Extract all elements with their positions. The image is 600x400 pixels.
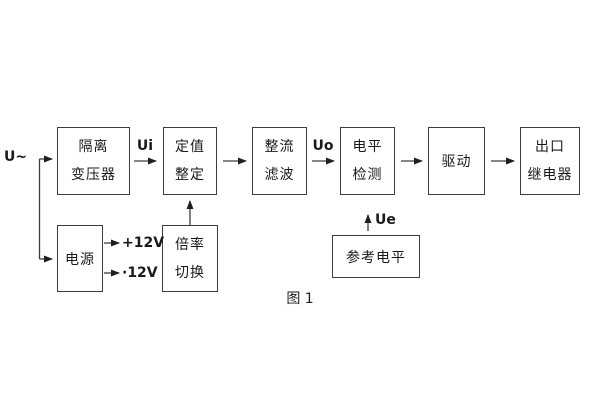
- block-label: 电平: [352, 139, 383, 155]
- block-reference-level: 参考电平: [332, 235, 420, 278]
- block-label: 电源: [65, 251, 95, 268]
- block-label: 隔离: [78, 139, 109, 155]
- block-label: 驱动: [441, 154, 472, 170]
- block-label: 整流: [264, 139, 295, 155]
- block-label: 出口: [535, 139, 565, 155]
- block-driver: 驱动: [428, 127, 485, 195]
- block-label: 倍率: [175, 236, 205, 253]
- input-branch-connector: [38, 155, 53, 263]
- block-output-relay: 出口 继电器: [520, 127, 580, 195]
- block-label: 滤波: [264, 167, 295, 183]
- block-label: 参考电平: [346, 249, 406, 266]
- block-ratio-switch: 倍率 切换: [162, 225, 218, 292]
- label-ui: Ui: [136, 138, 154, 154]
- block-label: 检测: [352, 167, 383, 183]
- block-label: 整定: [175, 167, 205, 183]
- label-rail-negative: ·12V: [122, 265, 158, 281]
- label-input-signal: U~: [4, 149, 28, 165]
- label-uo: Uo: [312, 138, 334, 154]
- block-label: 继电器: [527, 167, 573, 183]
- label-ue: Ue: [375, 212, 396, 228]
- block-label: 变压器: [71, 167, 116, 183]
- block-value-setting: 定值 整定: [163, 127, 217, 195]
- figure-caption: 图 1: [286, 291, 314, 307]
- label-rail-positive: +12V: [122, 235, 165, 251]
- block-rectifier-filter: 整流 滤波: [252, 127, 307, 195]
- block-label: 定值: [175, 139, 205, 155]
- block-power-supply: 电源: [57, 225, 103, 292]
- block-label: 切换: [175, 264, 205, 281]
- block-isolation-transformer: 隔离 变压器: [57, 127, 130, 195]
- block-level-detector: 电平 检测: [340, 127, 395, 195]
